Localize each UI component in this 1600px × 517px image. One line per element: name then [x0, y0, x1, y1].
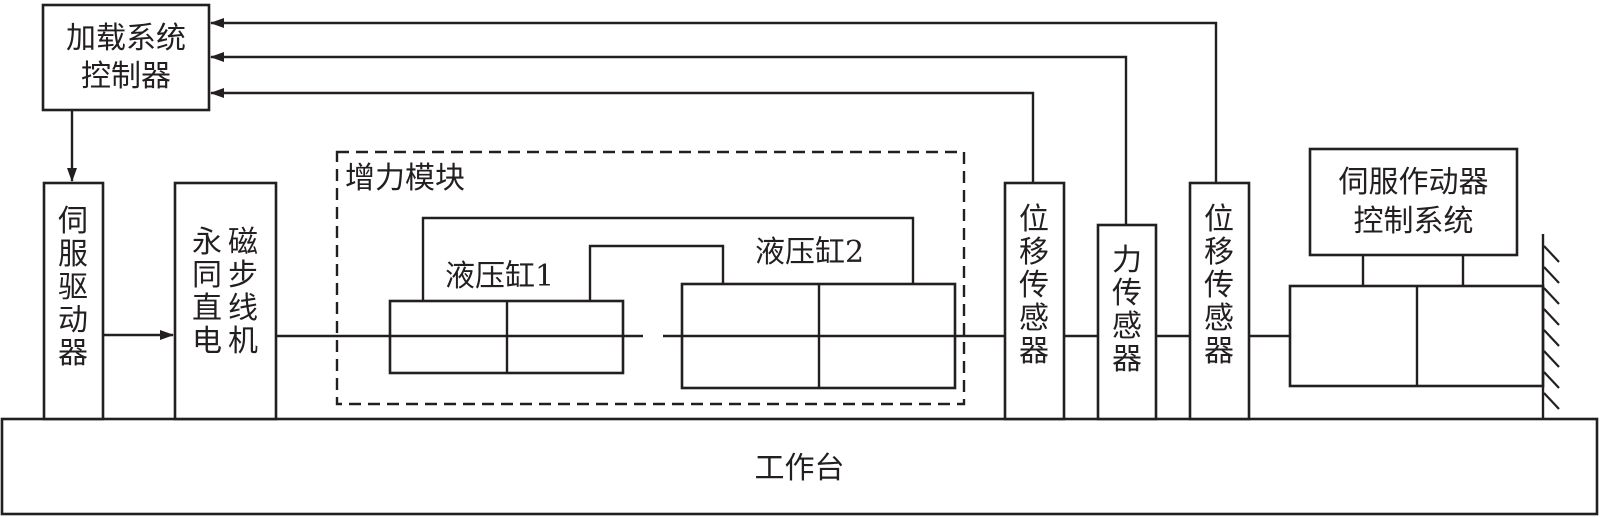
servo-actuator-ctrl-label-2: 控制系统 — [1353, 204, 1474, 239]
worktable-label: 工作台 — [754, 451, 845, 486]
servo-driver-label: 伺服驱动器 — [58, 204, 88, 371]
load-controller-label-2: 控制器 — [81, 59, 171, 94]
servo-actuator-ctrl-label-1: 伺服作动器 — [1338, 165, 1489, 200]
cylinder2-label: 液压缸2 — [755, 235, 865, 270]
servo-actuator-ctrl-box — [1308, 147, 1519, 257]
cylinder1-label: 液压缸1 — [445, 259, 555, 294]
hydraulic-pipe-inner — [588, 244, 725, 301]
pmslm-box — [173, 181, 278, 421]
disp-sensor-2-label: 位移传感器 — [1204, 202, 1234, 369]
boost-module-label: 增力模块 — [345, 161, 465, 196]
worktable-box — [0, 417, 1599, 516]
feedback-line-force-sensor — [210, 52, 1128, 225]
disp-sensor-1-label: 位移传感器 — [1019, 202, 1049, 369]
pmslm-label-col2: 磁步线机 — [228, 225, 258, 359]
force-sensor-box — [1096, 223, 1158, 421]
pmslm-label-col1: 永同直电 — [192, 225, 222, 359]
feedback-line-disp-sensor-2 — [210, 18, 1218, 183]
load-controller-box — [41, 3, 211, 112]
hydraulic-pipe-outer — [421, 216, 915, 301]
disp-sensor-2-box — [1188, 181, 1251, 421]
servo-driver-box — [42, 181, 105, 421]
load-controller-label-1: 加载系统 — [66, 21, 186, 56]
wall-hatching — [1543, 245, 1560, 410]
boost-module-dashed-box — [335, 150, 966, 406]
feedback-line-disp-sensor-1 — [210, 88, 1035, 183]
force-sensor-label: 力传感器 — [1112, 243, 1142, 377]
disp-sensor-1-box — [1003, 181, 1066, 421]
